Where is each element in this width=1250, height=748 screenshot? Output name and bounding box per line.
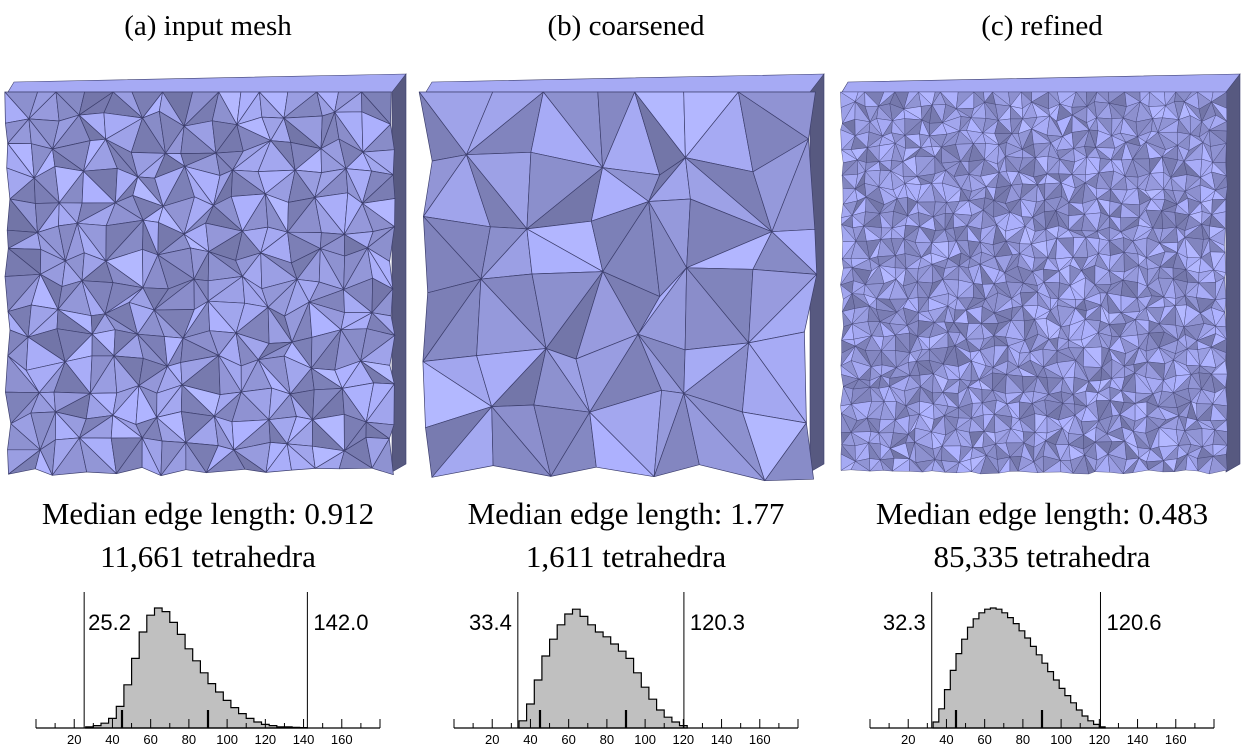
tick-label: 100 <box>1050 732 1072 747</box>
mesh-top-face <box>7 73 407 93</box>
panel-a: (a) input mesh Median edge length: 0.912… <box>0 0 416 748</box>
panel-title: (a) input mesh <box>124 10 292 42</box>
mesh-front-face <box>840 91 1228 475</box>
min-angle-label: 32.3 <box>883 610 926 635</box>
mesh-front-face <box>418 91 818 482</box>
tick-label: 80 <box>600 732 614 747</box>
angle-histogram: 20 40 60 80 100 120 140 160 33.4 120.3 <box>453 592 799 747</box>
mesh-image <box>4 73 407 476</box>
tick-label: 80 <box>1016 732 1030 747</box>
tick-label: 40 <box>523 732 537 747</box>
panel-b: (b) coarsened Median edge length: 1.77 1… <box>418 0 834 748</box>
tick-label: 60 <box>143 732 157 747</box>
tick-label: 80 <box>182 732 196 747</box>
tick-label: 120 <box>672 732 694 747</box>
tetrahedra-count: 11,661 tetrahedra <box>100 539 316 574</box>
panel-c: (c) refined Median edge length: 0.483 85… <box>834 0 1250 748</box>
histogram-bars <box>932 607 1106 729</box>
tick-label: 140 <box>293 732 315 747</box>
histogram-bars <box>518 608 688 729</box>
histogram-bars <box>85 607 308 729</box>
median-edge-length: Median edge length: 0.912 <box>41 496 375 531</box>
max-angle-label: 120.3 <box>690 610 745 635</box>
tick-label: 120 <box>254 732 276 747</box>
mesh-image <box>840 73 1241 475</box>
tick-label: 140 <box>1127 732 1149 747</box>
tick-label: 160 <box>749 732 771 747</box>
tick-label: 60 <box>561 732 575 747</box>
panel-title: (c) refined <box>981 10 1103 42</box>
mesh-side-face <box>809 73 825 473</box>
tick-label: 20 <box>901 732 915 747</box>
tick-label: 140 <box>711 732 733 747</box>
tick-label: 160 <box>331 732 353 747</box>
max-angle-label: 120.6 <box>1106 610 1161 635</box>
mesh-front-face <box>4 91 396 476</box>
mesh-side-face <box>1225 73 1241 473</box>
panel-title: (b) coarsened <box>547 10 705 42</box>
min-angle-label: 33.4 <box>469 610 512 635</box>
angle-histogram: 20 40 60 80 100 120 140 160 32.3 120.6 <box>869 592 1215 747</box>
tick-label: 120 <box>1088 732 1110 747</box>
tetrahedra-count: 85,335 tetrahedra <box>933 539 1151 574</box>
tick-label: 100 <box>634 732 656 747</box>
mesh-image <box>418 73 825 482</box>
tick-label: 60 <box>977 732 991 747</box>
tick-label: 160 <box>1165 732 1187 747</box>
max-angle-label: 142.0 <box>313 610 368 635</box>
min-angle-label: 25.2 <box>88 610 131 635</box>
median-edge-length: Median edge length: 1.77 <box>467 496 785 531</box>
angle-histogram: 20 40 60 80 100 120 140 160 25.2 142.0 <box>35 592 381 747</box>
tetrahedra-count: 1,611 tetrahedra <box>525 539 727 574</box>
tick-label: 20 <box>485 732 499 747</box>
mesh-top-face <box>425 73 825 93</box>
median-edge-length: Median edge length: 0.483 <box>875 496 1209 531</box>
tick-label: 100 <box>216 732 238 747</box>
tick-label: 40 <box>939 732 953 747</box>
tick-label: 20 <box>67 732 81 747</box>
mesh-top-face <box>841 73 1241 93</box>
tick-label: 40 <box>105 732 119 747</box>
